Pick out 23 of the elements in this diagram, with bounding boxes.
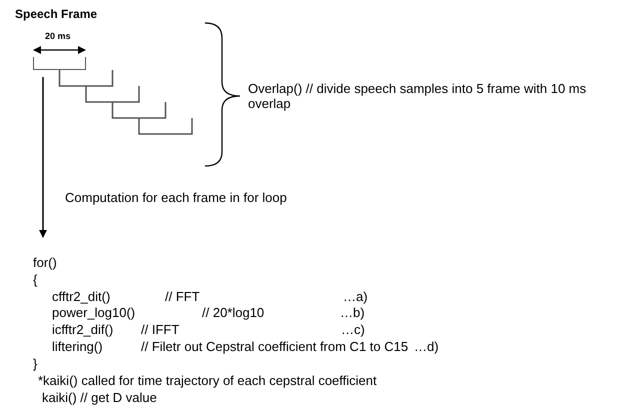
note-text: *kaiki() called for time trajectory of each cepstral coefficient (38, 373, 377, 388)
code-line: icfftr2_dif() (52, 322, 114, 337)
arrow (39, 77, 47, 238)
diagram-title: Speech Frame (15, 7, 98, 22)
code-comment: // Filetr out Cepstral coefficient from C1 to C15 (141, 339, 408, 354)
code-line: cfftr2_dit() (52, 289, 110, 304)
frame-bracket (33, 57, 86, 70)
code-tag: …d) (414, 339, 439, 354)
code-tag: …a) (343, 289, 368, 304)
code-line: power_log10() (52, 305, 136, 320)
code-line: } (33, 356, 38, 371)
code-line: { (33, 272, 38, 287)
code-comment: // 20*log10 (202, 305, 264, 320)
code-line: kaiki() // get D value (42, 390, 157, 405)
code-line: liftering() (52, 339, 103, 354)
code-comment: // FFT (165, 289, 200, 304)
code-line: for() (33, 255, 69, 270)
note-text: Computation for each frame in for loop (65, 190, 287, 205)
dimension-label: 20 ms (45, 31, 71, 42)
code-tag: …c) (341, 322, 365, 337)
code-tag: …b) (340, 305, 365, 320)
note-text: Overlap() // divide speech samples into 5 frame with 10 ms overlap (248, 81, 588, 111)
code-comment: // IFFT (141, 322, 180, 337)
